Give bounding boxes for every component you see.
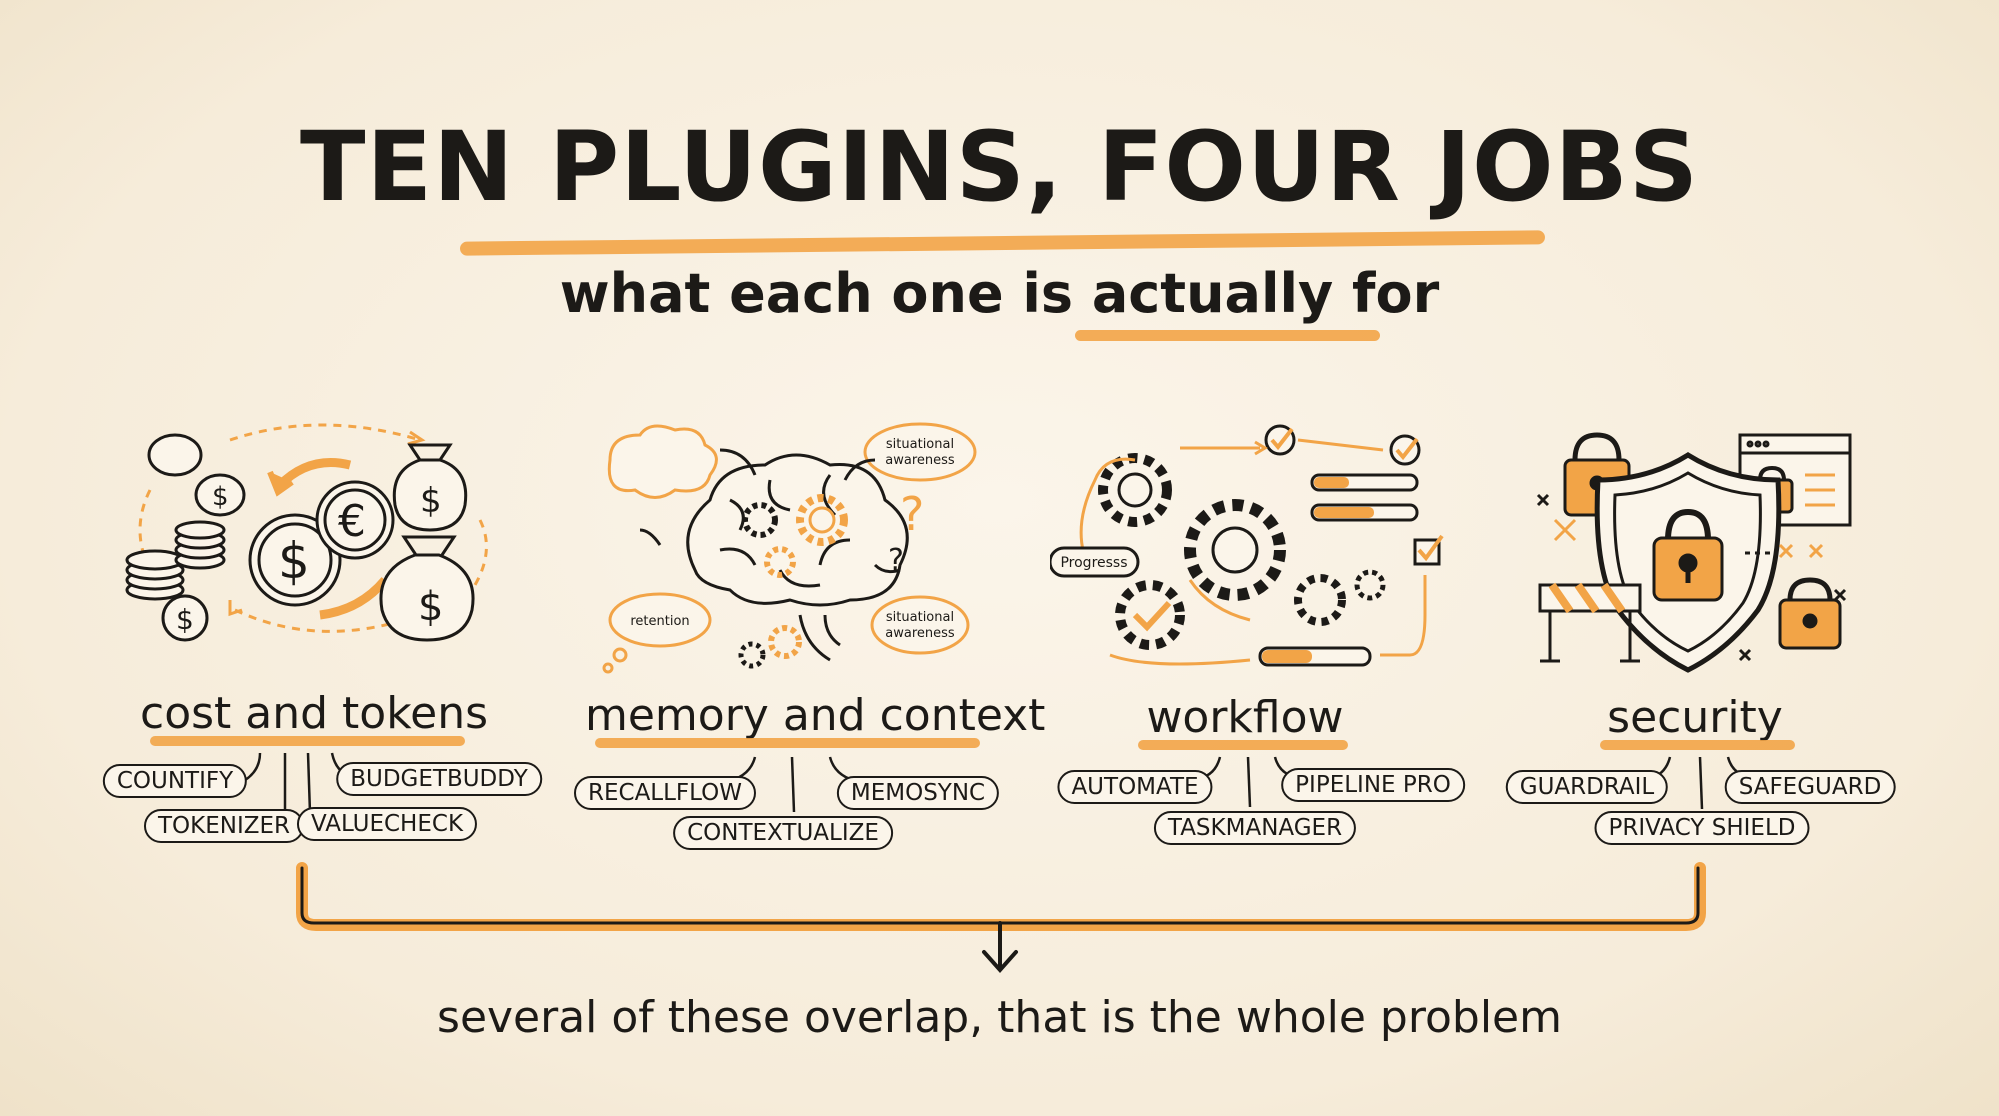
plugin-countify: COUNTIFY bbox=[102, 764, 248, 798]
category-label-cost: cost and tokens bbox=[140, 688, 489, 739]
bubble-situational-awareness-bottom: situational bbox=[886, 610, 954, 625]
plugin-valuecheck: VALUECHECK bbox=[296, 807, 478, 841]
plugin-tokenizer: TOKENIZER bbox=[143, 809, 305, 843]
svg-text:$: $ bbox=[418, 584, 443, 630]
plugin-privacy-shield: PRIVACY SHIELD bbox=[1594, 811, 1810, 845]
gears-checklist-icon: Progresss bbox=[1050, 424, 1444, 667]
category-underline-memory bbox=[595, 738, 980, 748]
bubble-situational-awareness-top: situational bbox=[886, 437, 954, 452]
grouping-bracket bbox=[296, 862, 1706, 974]
brain-gears-icon: ? ? situational awareness retention situ… bbox=[602, 422, 977, 674]
category-label-workflow: workflow bbox=[1146, 692, 1344, 743]
svg-text:awareness: awareness bbox=[885, 453, 955, 468]
svg-text:€: € bbox=[338, 496, 366, 547]
plugin-budgetbuddy: BUDGETBUDDY bbox=[336, 762, 542, 796]
category-underline-workflow bbox=[1138, 740, 1348, 750]
plugin-safeguard: SAFEGUARD bbox=[1724, 770, 1896, 804]
plugin-recallflow: RECALLFLOW bbox=[573, 776, 757, 810]
page-subtitle: what each one is actually for bbox=[559, 262, 1440, 325]
category-label-security: security bbox=[1607, 692, 1783, 743]
conclusion-text: several of these overlap, that is the wh… bbox=[437, 992, 1562, 1043]
page-title: TEN PLUGINS, FOUR JOBS bbox=[300, 111, 1699, 223]
plugin-pipeline-pro: PIPELINE PRO bbox=[1281, 768, 1465, 802]
plugin-contextualize: CONTEXTUALIZE bbox=[673, 816, 893, 850]
category-underline-security bbox=[1600, 740, 1795, 750]
svg-text:$: $ bbox=[420, 481, 442, 521]
svg-text:?: ? bbox=[900, 487, 924, 541]
svg-text:$: $ bbox=[176, 603, 194, 636]
shield-lock-icon bbox=[1536, 432, 1852, 673]
svg-text:$: $ bbox=[278, 532, 310, 590]
svg-text:?: ? bbox=[888, 543, 904, 578]
plugin-taskmanager: TASKMANAGER bbox=[1153, 811, 1357, 845]
bubble-progress: Progresss bbox=[1060, 555, 1127, 571]
svg-text:$: $ bbox=[212, 482, 229, 512]
subtitle-underline bbox=[1075, 330, 1380, 341]
coins-money-bags-icon: $ $ $ € $ $ bbox=[125, 423, 488, 642]
category-underline-cost bbox=[150, 736, 465, 746]
plugin-memosync: MEMOSYNC bbox=[836, 776, 1000, 810]
svg-text:awareness: awareness bbox=[885, 626, 955, 641]
plugin-guardrail: GUARDRAIL bbox=[1505, 770, 1669, 804]
category-label-memory: memory and context bbox=[585, 690, 1046, 741]
bubble-retention: retention bbox=[630, 614, 689, 629]
plugin-automate: AUTOMATE bbox=[1057, 770, 1213, 804]
